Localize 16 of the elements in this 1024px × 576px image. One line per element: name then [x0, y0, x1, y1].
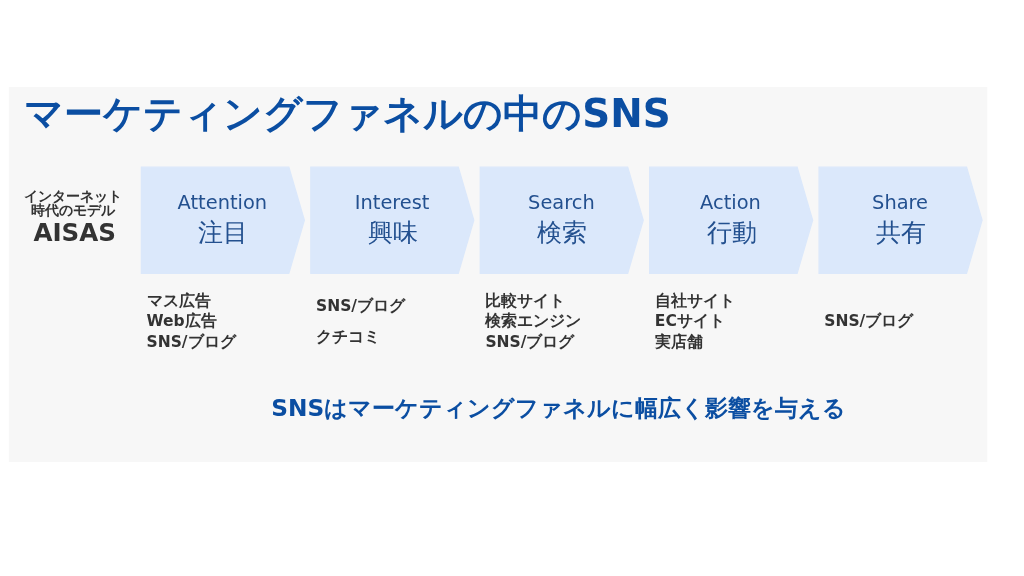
- diagram-title: マーケティングファネルの中のSNS: [24, 90, 671, 136]
- node-label: 比較サイト: [485, 291, 566, 310]
- node-label: クチコミ: [316, 327, 380, 346]
- node-label: SNS/ブログ: [485, 332, 575, 351]
- caption: SNSはマーケティングファネルに幅広く影響を与える: [271, 393, 847, 421]
- node-label: SNS/ブログ: [316, 296, 405, 315]
- node-label: マス広告: [146, 291, 211, 310]
- node-label: ECサイト: [654, 311, 725, 330]
- node-label: SNS/ブログ: [146, 332, 236, 351]
- node-label: 検索エンジン: [485, 311, 582, 330]
- node-label: 自社サイト: [654, 291, 735, 310]
- label: AISAS: [33, 217, 116, 247]
- node-label: 実店舗: [654, 332, 703, 351]
- node-label: Web広告: [146, 311, 217, 330]
- label: インターネット時代のモデル: [23, 187, 122, 218]
- node-label: SNS/ブログ: [824, 311, 914, 330]
